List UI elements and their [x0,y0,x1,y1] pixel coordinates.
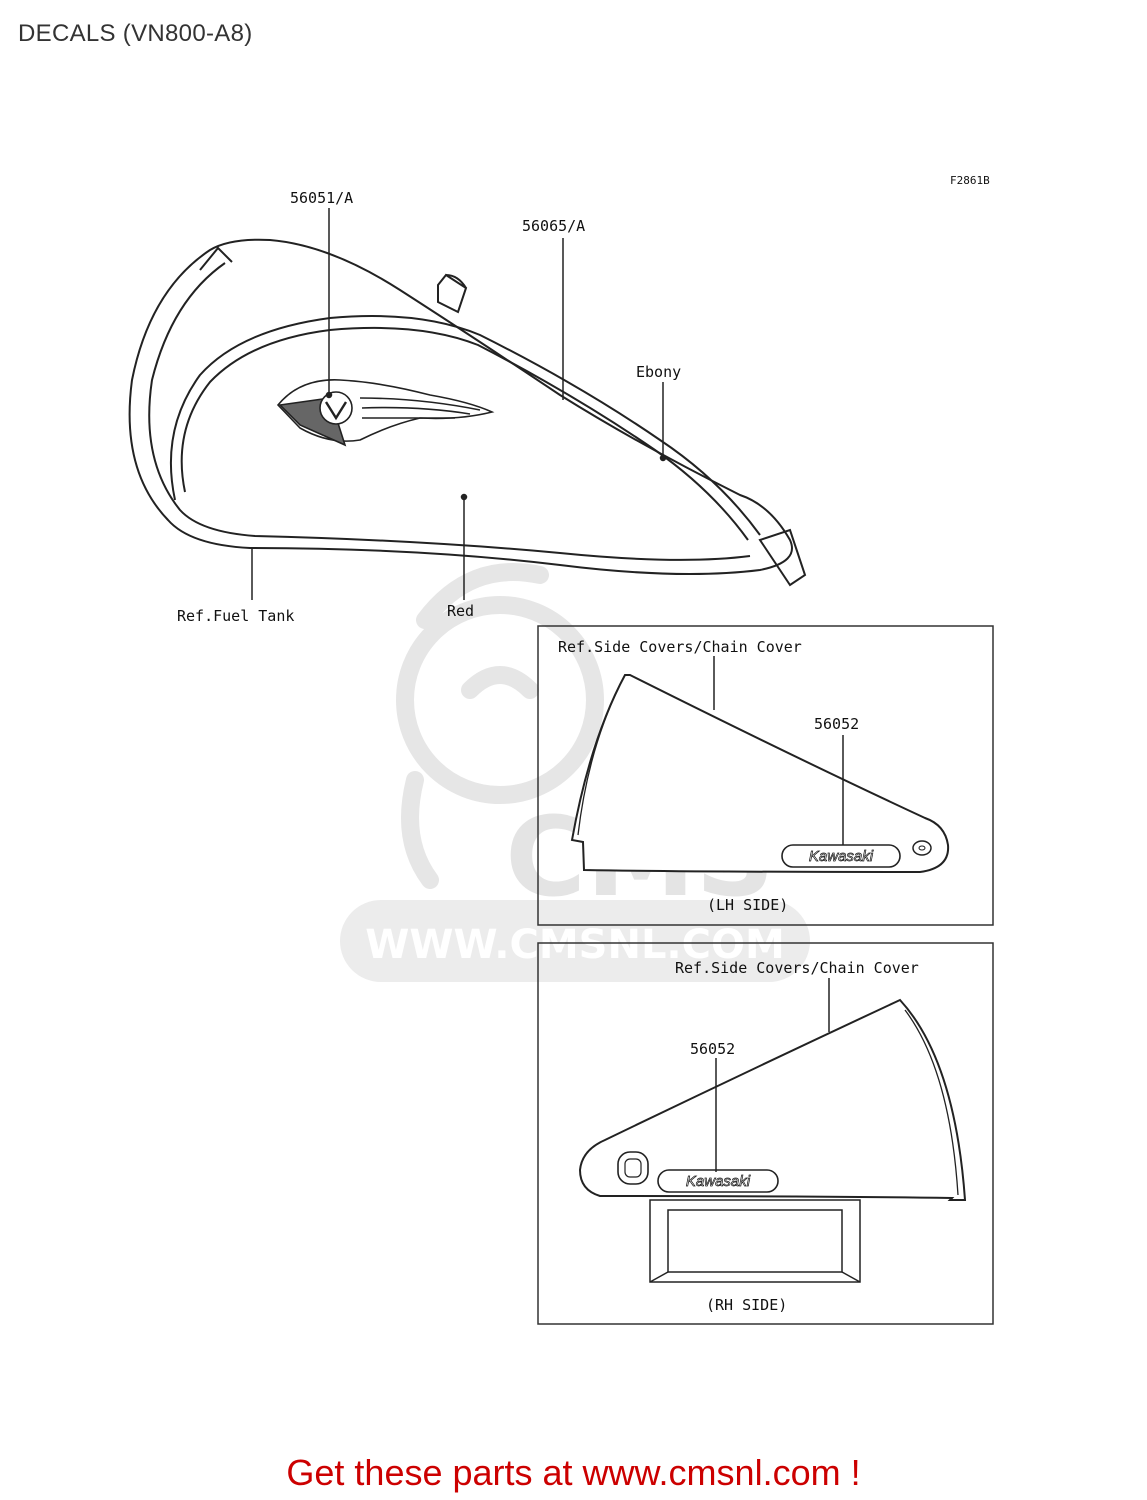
watermark-mascot [396,563,604,889]
label-ref-fuel-tank: Ref.Fuel Tank [177,607,294,625]
rh-ref-label: Ref.Side Covers/Chain Cover [675,959,919,977]
rh-part-56052: 56052 [690,1040,735,1058]
label-part-56065a: 56065/A [522,217,585,235]
rh-bracket [649,1199,861,1283]
lh-panel-frame [537,625,994,926]
label-color-ebony: Ebony [636,363,681,381]
tank-emblem-decal [276,379,495,447]
tank-stripe-decal [169,315,761,536]
rh-decal-text: Kawasaki [686,1173,751,1190]
cta-link[interactable]: Get these parts at www.cmsnl.com ! [286,1452,861,1493]
tank-nose [199,246,233,271]
cta-banner: Get these parts at www.cmsnl.com ! [0,1452,1147,1494]
rh-side-label: (RH SIDE) [706,1296,787,1314]
lh-mount-hole [912,840,932,856]
rh-side-cover [578,998,967,1201]
rh-mount-hole [617,1151,649,1185]
tank-outline [128,238,793,575]
lh-side-label: (LH SIDE) [707,896,788,914]
tank-trim-line [148,262,751,561]
figure-code: F2861B [950,174,990,187]
tank-leaders [251,208,667,600]
page-title: DECALS (VN800-A8) [18,20,253,47]
lh-side-cover [570,674,950,874]
lh-decal-text: Kawasaki [809,848,874,865]
lh-kawasaki-decal: Kawasaki [781,844,901,868]
label-color-red: Red [447,602,474,620]
rh-side-panel: Kawasaki Ref.Side Covers/Chain Cover 560… [537,942,994,1325]
fuel-cap [437,273,468,314]
tank-tail [758,528,807,587]
lh-part-56052: 56052 [814,715,859,733]
rh-panel-frame [537,942,994,1325]
label-part-56051a: 56051/A [290,189,353,207]
watermark-url: WWW.CMSNL.COM [365,922,785,968]
lh-side-panel: Kawasaki Ref.Side Covers/Chain Cover 560… [537,625,994,926]
watermark-banner [340,900,810,982]
lh-ref-label: Ref.Side Covers/Chain Cover [558,638,802,656]
rh-kawasaki-decal: Kawasaki [657,1169,779,1193]
